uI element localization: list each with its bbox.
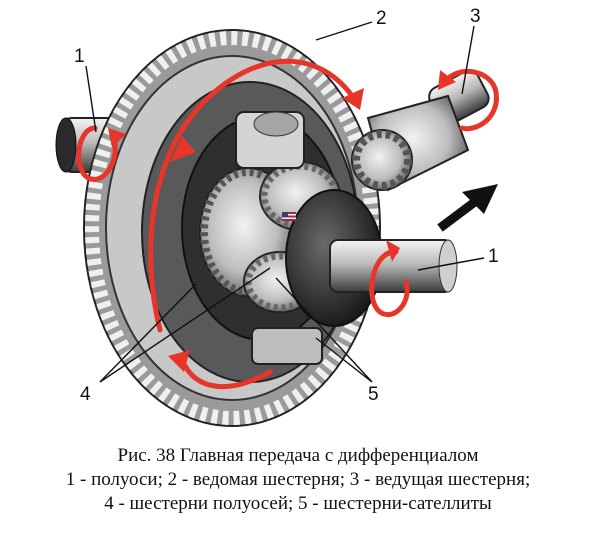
right-axle-shaft xyxy=(285,189,458,327)
rotation-arrows xyxy=(76,58,499,390)
callout-drive-gear: 3 xyxy=(470,6,481,27)
callout-axle-left: 1 xyxy=(74,46,85,67)
figure-caption: Рис. 38 Главная передача с дифференциало… xyxy=(0,444,596,516)
rotation-arrowheads xyxy=(108,70,456,372)
caption-title: Рис. 38 Главная передача с дифференциало… xyxy=(117,445,479,466)
callout-satellites: 5 xyxy=(368,384,379,405)
direction-arrow-icon xyxy=(437,184,498,232)
us-flag-icon xyxy=(282,212,296,221)
caption-legend-line-2: 4 - шестерни полуосей; 5 - шестерни-сате… xyxy=(104,493,492,514)
callout-leaders xyxy=(85,21,485,383)
caption-legend-line-1: 1 - полуоси; 2 - ведомая шестерня; 3 - в… xyxy=(65,469,531,490)
callout-driven-gear: 2 xyxy=(376,8,387,29)
callout-axle-right: 1 xyxy=(488,246,499,267)
differential-illustration: 1 2 3 1 4 5 xyxy=(55,6,499,427)
callout-side-gears: 4 xyxy=(80,384,91,405)
